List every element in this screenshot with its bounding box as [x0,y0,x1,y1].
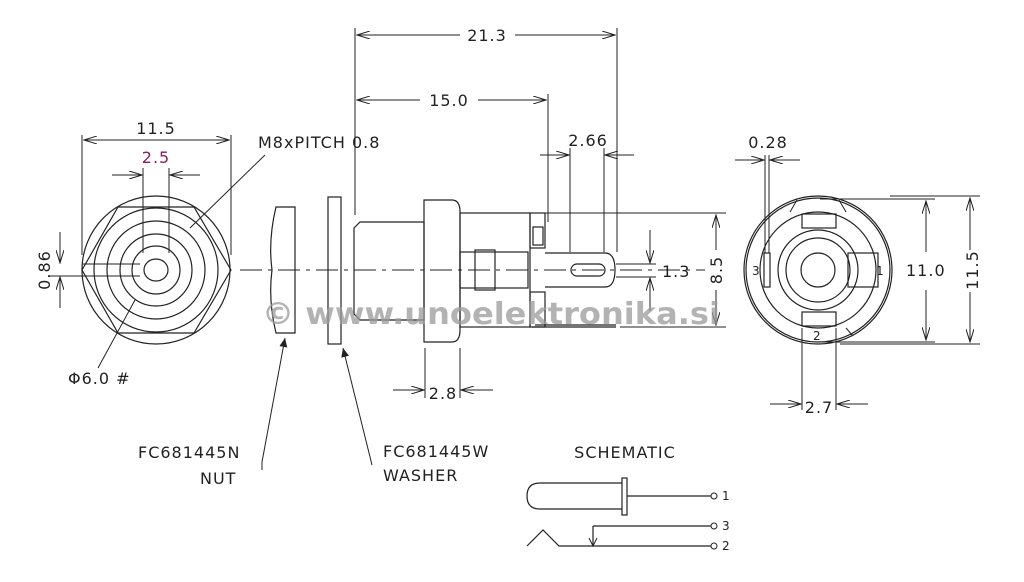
overall-length-dimension: 21.3 [467,26,507,45]
terminal-1-label: 1 [722,489,730,503]
schematic-title: SCHEMATIC [574,443,676,462]
slot-dimension: 2.5 [142,148,170,167]
front-view: 11.5 2.5 0.86 M8xPITCH 0.8 Φ6.0 # [35,119,380,388]
side-view: 21.3 15.0 2.66 8.5 1.3 2.8 [353,26,726,403]
schematic: SCHEMATIC 1 3 2 [526,443,730,553]
pin-dimension: 2.66 [568,131,608,150]
nut-side: FC681445N NUT [138,206,296,488]
thread-length-dimension: 15.0 [429,91,469,110]
flange-dimension: 2.8 [429,384,457,403]
pin-3-label: 3 [752,264,760,278]
height-dimension: 8.5 [707,256,726,284]
washer-side: FC681445W WASHER [327,196,489,485]
pin-2-label: 2 [813,329,821,343]
rear-view: 1 2 3 0.28 11.0 11.5 2.7 [735,133,982,417]
pin-1-label: 1 [876,264,884,278]
outer-diameter-dimension: 11.5 [963,250,982,290]
watermark: © www.unoelektronika.si [262,297,720,332]
pin-thickness-dimension: 0.28 [748,133,788,152]
nut-part-number: FC681445N [138,443,240,462]
pin-width-dimension: 2.7 [805,398,833,417]
terminal-3-label: 3 [722,519,730,533]
width-dimension: 11.5 [136,119,176,138]
gap-dimension: 0.86 [35,250,54,290]
thread-label: M8xPITCH 0.8 [258,133,380,152]
diameter-label: Φ6.0 # [68,369,131,388]
washer-label: WASHER [383,466,458,485]
slot-height-dimension: 1.3 [662,262,690,281]
terminal-2-label: 2 [722,539,730,553]
washer-part-number: FC681445W [383,442,489,461]
inner-diameter-dimension: 11.0 [906,261,946,280]
nut-label: NUT [200,469,236,488]
